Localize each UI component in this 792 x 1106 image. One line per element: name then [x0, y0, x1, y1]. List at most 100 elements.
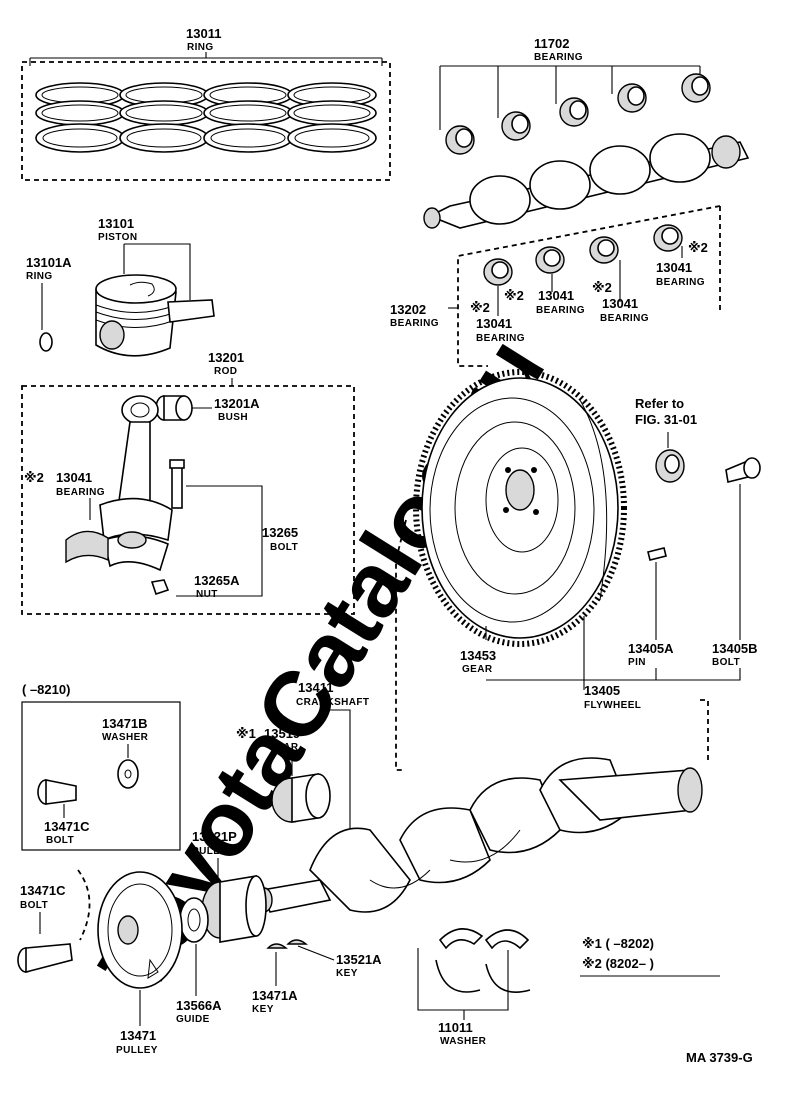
thrust-washer-part-number[interactable]: 11011	[438, 1020, 473, 1035]
pin-part-number[interactable]: 13405A	[628, 641, 674, 656]
main-bearing-group: 11702 BEARING 13202 BEARING	[390, 36, 750, 367]
washer-b-icon	[117, 759, 139, 789]
thrust-washer-group: 11011 WASHER	[417, 928, 531, 1047]
ring-part-number[interactable]: 13011	[186, 26, 221, 41]
ring-gear-part-number[interactable]: 13453	[460, 648, 496, 663]
piston-icon	[95, 274, 215, 357]
bearing-d-mark: ※2	[688, 240, 708, 255]
ring-set-box	[21, 61, 391, 181]
washer-b-part-name: WASHER	[102, 732, 149, 743]
bush-part-name: BUSH	[218, 412, 248, 423]
rod-bearing-icon	[65, 530, 109, 564]
ring-set-group: 13011 RING	[21, 26, 391, 181]
connecting-rod-icon	[99, 395, 173, 572]
pulley-part-name: PULLEY	[116, 1045, 158, 1056]
flywheel-bolt-part-number[interactable]: 13405B	[712, 641, 758, 656]
crankshaft-part-number[interactable]: 13411	[298, 680, 333, 695]
refer-line1: Refer to	[635, 396, 684, 411]
diagram-code: MA 3739-G	[686, 1050, 753, 1065]
crank-gear-part-name: GEAR	[268, 742, 299, 753]
crankshaft-icon	[255, 757, 703, 913]
bearing-c-part-name: BEARING	[600, 313, 649, 324]
bush-part-number[interactable]: 13201A	[214, 396, 260, 411]
rod-bolt-icon	[169, 459, 185, 509]
snap-ring-icon	[39, 332, 53, 352]
flywheel-part-name: FLYWHEEL	[584, 700, 641, 711]
bearing-group-part-number[interactable]: 13202	[390, 302, 426, 317]
bearing-c-mark: ※2	[592, 280, 612, 295]
legend: ※1 ( –8202) ※2 (8202– )	[580, 936, 720, 977]
flywheel-bolt-icon	[725, 457, 761, 483]
outer-bolt-part-number[interactable]: 13471C	[20, 883, 66, 898]
refer-line2[interactable]: FIG. 31-01	[635, 412, 697, 427]
piston-part-name: PISTON	[98, 232, 137, 243]
washer-b-part-number[interactable]: 13471B	[102, 716, 148, 731]
bearing-b-part-number[interactable]: 13041	[538, 288, 574, 303]
bearing-a-part-name: BEARING	[476, 333, 525, 344]
rod-group: 13201 ROD 13201A BUSH ※2 13041 BEARING	[21, 350, 355, 615]
pin-part-name: PIN	[628, 657, 646, 668]
piston-ring-part-name: RING	[26, 271, 53, 282]
key-471a-part-number[interactable]: 13471A	[252, 988, 298, 1003]
key-521a-part-name: KEY	[336, 968, 358, 979]
key-471a-part-name: KEY	[252, 1004, 274, 1015]
rod-part-number[interactable]: 13201	[208, 350, 244, 365]
main-bearing-upper-icons	[445, 73, 711, 155]
legend-line1: ※1 ( –8202)	[582, 936, 654, 951]
bearing-a-part-number[interactable]: 13041	[476, 316, 512, 331]
rod-nut-part-number[interactable]: 13265A	[194, 573, 240, 588]
piston-part-number[interactable]: 13101	[98, 216, 134, 231]
legend-line2: ※2 (8202– )	[582, 956, 654, 971]
inner-bolt-icon	[37, 779, 77, 805]
rod-box	[21, 385, 355, 615]
piston-group: 13101 PISTON 13101A RING	[26, 216, 215, 357]
bush-icon	[155, 395, 193, 421]
bearing-group-part-name: BEARING	[390, 318, 439, 329]
key-521a-part-number[interactable]: 13521A	[336, 952, 382, 967]
piston-ring-set-3	[203, 82, 293, 153]
rod-bearing-part-number[interactable]: 13041	[56, 470, 92, 485]
flywheel-icon	[413, 369, 627, 647]
bearing-a-mark: ※2	[470, 300, 490, 315]
crankshaft-part-name: CRANKSHAFT	[296, 697, 369, 708]
inner-bolt-part-number[interactable]: 13471C	[44, 819, 90, 834]
date-box	[21, 701, 181, 851]
flywheel-bolt-part-name: BOLT	[712, 657, 740, 668]
crank-gear-part-number[interactable]: 13519	[264, 726, 300, 741]
pulley-area-group: ( –8210) 13471B WASHER 13471C BOLT 13471…	[17, 682, 382, 1056]
bearing-d-part-name: BEARING	[656, 277, 705, 288]
outer-bolt-icon	[17, 943, 73, 974]
main-bearing-upper-part-number[interactable]: 11702	[534, 36, 569, 51]
flywheel-group: Refer to FIG. 31-01 13453 GEAR 13405A PI…	[395, 369, 761, 771]
ring-gear-part-name: GEAR	[462, 664, 493, 675]
rod-part-name: ROD	[214, 366, 237, 377]
pulley-p-part-number[interactable]: 13521P	[192, 829, 237, 844]
main-bearing-upper-part-name: BEARING	[534, 52, 583, 63]
rod-bearing-mark: ※2	[24, 470, 44, 485]
bearing-d-part-number[interactable]: 13041	[656, 260, 692, 275]
date-box-label: ( –8210)	[22, 682, 70, 697]
pulley-icon	[97, 871, 183, 989]
pulley-part-number[interactable]: 13471	[120, 1028, 156, 1043]
rod-bolt-part-name: BOLT	[270, 542, 298, 553]
ring-part-name: RING	[187, 42, 214, 53]
flywheel-part-number[interactable]: 13405	[584, 683, 620, 698]
keys-icon	[266, 939, 308, 949]
rod-nut-part-name: NUT	[196, 589, 218, 600]
crank-gear-mark: ※1	[236, 726, 256, 741]
rod-bearing-part-name: BEARING	[56, 487, 105, 498]
piston-ring-part-number[interactable]: 13101A	[26, 255, 72, 270]
thrust-washer-icon	[435, 928, 531, 993]
pilot-bearing-icon	[655, 449, 685, 483]
guide-part-number[interactable]: 13566A	[176, 998, 222, 1013]
piston-ring-set-2	[119, 82, 209, 153]
crankshaft-top-icon	[423, 133, 750, 229]
main-bearing-lower-icons	[483, 224, 683, 286]
piston-ring-set-1	[35, 82, 125, 153]
thrust-washer-part-name: WASHER	[440, 1036, 487, 1047]
rod-nut-icon	[150, 579, 170, 596]
rod-bolt-part-number[interactable]: 13265	[262, 525, 298, 540]
bearing-c-part-number[interactable]: 13041	[602, 296, 638, 311]
inner-bolt-part-name: BOLT	[46, 835, 74, 846]
crankshaft-group: 13411 CRANKSHAFT ※1 13519 GEAR	[236, 680, 703, 913]
